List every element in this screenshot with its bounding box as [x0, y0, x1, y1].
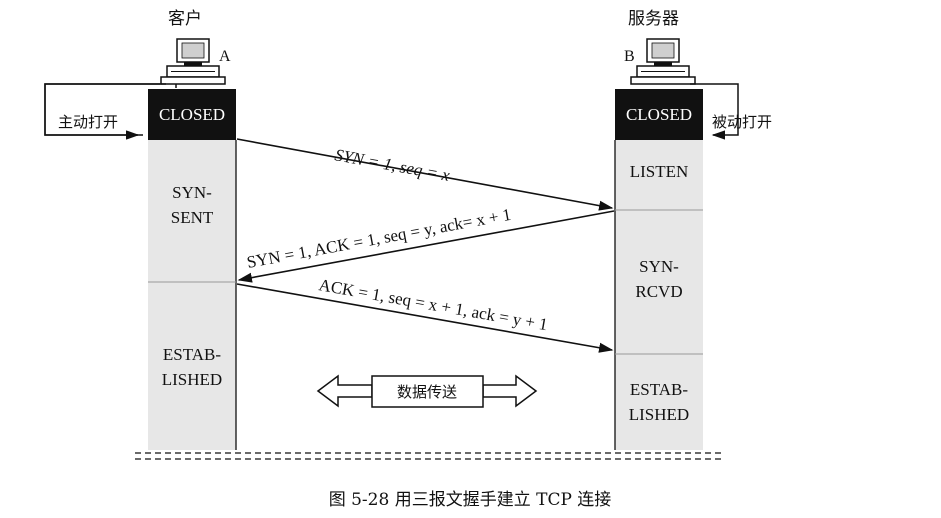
- passive-open-arrow: [690, 83, 739, 140]
- message-label-syn: SYN = 1, seq = x: [333, 145, 451, 185]
- client-closed-label: CLOSED: [159, 105, 225, 124]
- server-state-listen: LISTEN: [630, 162, 689, 181]
- client-state-established-line2: LISHED: [162, 370, 222, 389]
- server-state-established-line2: LISHED: [629, 405, 689, 424]
- server-state-syn-rcvd-line1: SYN-: [639, 257, 679, 276]
- client-label: 客户: [168, 9, 202, 29]
- server-label: 服务器: [628, 9, 679, 29]
- data-transfer-label: 数据传送: [397, 383, 457, 401]
- client-timeline: [148, 140, 236, 450]
- message-arrow-ack: [236, 283, 614, 353]
- passive-open-label: 被动打开: [712, 113, 772, 131]
- server-closed-label: CLOSED: [626, 105, 692, 124]
- figure-caption: 图 5-28 用三报文握手建立 TCP 连接: [329, 490, 612, 510]
- server-letter: B: [624, 48, 635, 65]
- server-closed-box: [615, 89, 703, 140]
- client-closed-box: [148, 89, 236, 140]
- message-arrow-syn-ack: [237, 210, 615, 283]
- data-transfer-left-arrow-icon: [316, 374, 373, 408]
- server-state-established-line1: ESTAB-: [630, 380, 688, 399]
- client-state-syn-sent-line1: SYN-: [172, 183, 212, 202]
- active-open-label: 主动打开: [58, 113, 118, 131]
- client-state-syn-sent-line2: SENT: [171, 208, 214, 227]
- client-state-established-line1: ESTAB-: [163, 345, 221, 364]
- server-timeline: [615, 140, 703, 450]
- active-open-arrow: [44, 83, 166, 140]
- data-transfer-right-arrow-icon: [482, 374, 538, 408]
- client-computer-icon: [160, 38, 226, 85]
- message-arrow-syn: [236, 138, 614, 211]
- server-computer-icon: [630, 38, 696, 85]
- message-label-syn-ack: SYN = 1, ACK = 1, seq = y, ack= x + 1: [245, 205, 512, 272]
- server-state-syn-rcvd-line2: RCVD: [635, 282, 682, 301]
- data-transfer-box: [371, 375, 484, 408]
- client-letter: A: [219, 48, 231, 65]
